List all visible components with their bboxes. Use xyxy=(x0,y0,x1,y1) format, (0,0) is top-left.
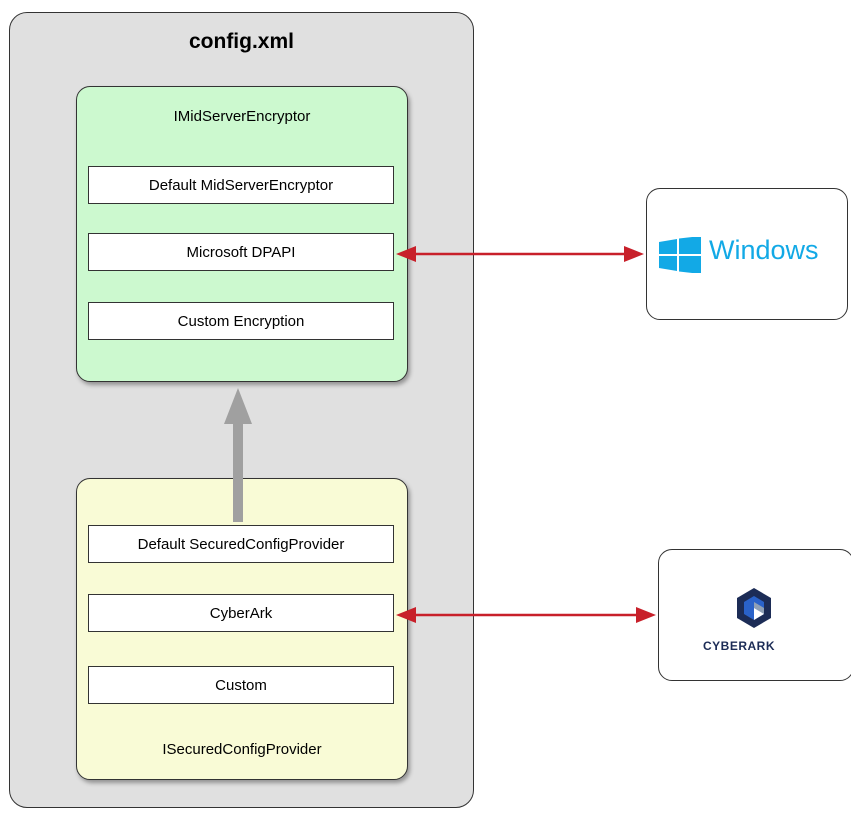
cyberark-vault-arrow xyxy=(396,607,656,623)
encryptor-item-custom: Custom Encryption xyxy=(88,302,394,340)
provider-item-default: Default SecuredConfigProvider xyxy=(88,525,394,563)
cyberark-logo-icon xyxy=(737,588,771,628)
cyberark-logo-text: CYBERARK xyxy=(703,639,776,653)
encryptor-item-default: Default MidServerEncryptor xyxy=(88,166,394,204)
cyberark-box: CYBERARK xyxy=(658,549,851,681)
provider-item-custom: Custom xyxy=(88,666,394,704)
encryptor-group-label: IMidServerEncryptor xyxy=(173,108,311,125)
dpapi-windows-arrow xyxy=(396,246,644,262)
uses-arrow xyxy=(224,388,252,522)
windows-logo-icon xyxy=(659,237,701,273)
config-title: config.xml xyxy=(188,30,294,53)
provider-group-label: ISecuredConfigProvider xyxy=(162,741,322,758)
provider-item-cyberark: CyberArk xyxy=(88,594,394,632)
encryptor-item-dpapi: Microsoft DPAPI xyxy=(88,233,394,271)
windows-logo-text: Windows xyxy=(709,235,819,265)
windows-box: Windows xyxy=(646,188,848,320)
